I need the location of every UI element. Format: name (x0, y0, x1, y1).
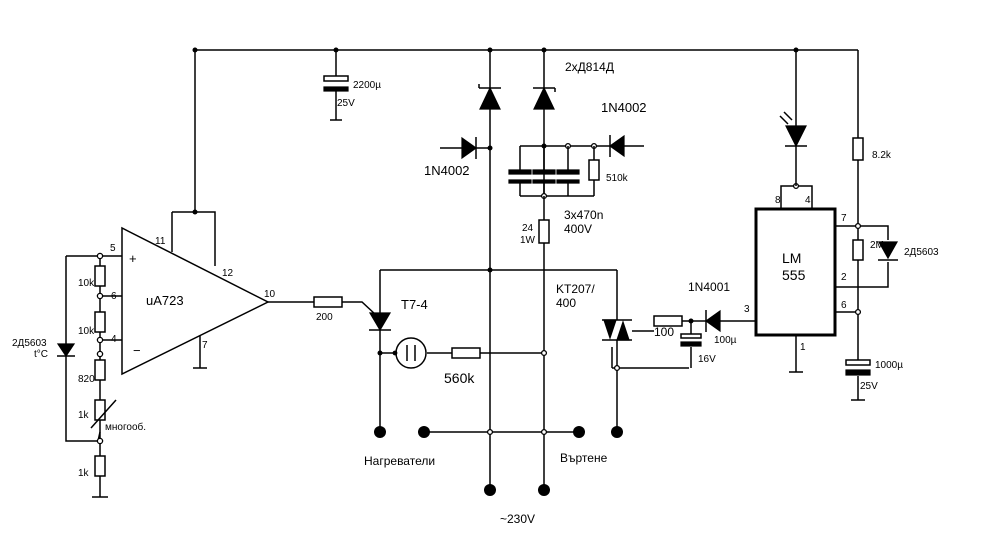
r-bottom-label: 1k (78, 468, 90, 479)
c1000-label: 1000µ (875, 360, 903, 371)
c1000-voltage: 25V (860, 381, 878, 392)
pot-note: многооб. (105, 421, 146, 433)
sensor-note: t°C (34, 349, 48, 360)
c100-label: 100µ (714, 335, 737, 346)
diode-a-label: 1N4002 (424, 163, 470, 178)
opamp-pin-6: 6 (111, 291, 117, 302)
r-pot-label: 1k (78, 410, 90, 421)
capacitor-2200u: 2200µ 25V (323, 50, 381, 121)
r82-label: 8.2k (872, 150, 892, 161)
pin-3-label: 3 (744, 304, 750, 315)
output-terminals: Нагреватели Въртене ~230V (364, 426, 623, 526)
opamp-minus: − (133, 343, 141, 358)
r24-watt: 1W (520, 235, 536, 246)
top-supply-rail (171, 47, 858, 266)
c2200-label: 2200µ (353, 80, 381, 91)
opamp-name: uA723 (146, 293, 184, 308)
opamp-pin-7: 7 (202, 340, 208, 351)
opamp-pin-11: 11 (155, 236, 166, 247)
triac-label: KT207/ (556, 282, 595, 296)
c2200-voltage: 25V (337, 98, 355, 109)
diode-2d-label: 2Д5603 (904, 247, 939, 258)
timer-name-1: LM (782, 250, 801, 266)
sensor-diode-label: 2Д5603 (12, 338, 47, 349)
r560-label: 560k (444, 370, 475, 386)
diode-column-left: 1N4002 (424, 50, 501, 490)
triac-voltage: 400 (556, 296, 576, 310)
heater-label: Нагреватели (364, 454, 435, 468)
timer-pin-4: 4 (805, 195, 811, 206)
r510-label: 510k (606, 173, 629, 184)
diode-c-label: 1N4001 (688, 280, 730, 294)
gate-drive: 200 (268, 296, 377, 323)
r-top-label: 10k (78, 278, 95, 289)
cap-bank-label: 3x470n (564, 208, 603, 222)
r-mid-label: 10k (78, 326, 95, 337)
thyristor-t7-4: T7-4 (368, 267, 617, 432)
triac-kt207: KT207/ 400 100 1N4001 3 100µ 16V (556, 270, 756, 432)
rotation-label: Въртене (560, 451, 608, 465)
c100-voltage: 16V (698, 354, 716, 365)
r100-label: 100 (654, 325, 674, 339)
opamp-pin-10: 10 (264, 289, 276, 300)
timer-lm555: LM 555 8 4 1 8.2k 2M 2Д5603 7 2 6 1000µ … (754, 50, 939, 401)
timer-pin-8: 8 (775, 195, 781, 206)
opamp-ua723: + − uA723 5 6 4 11 12 7 10 (110, 226, 276, 376)
r2m-label: 2M (870, 240, 884, 251)
zener-label: 2хД814Д (565, 60, 614, 74)
opamp-pin-5: 5 (110, 243, 116, 254)
neon-indicator: 560k (380, 337, 544, 386)
timer-name-2: 555 (782, 267, 806, 283)
r24-label: 24 (522, 223, 534, 234)
timer-pin-2: 2 (841, 272, 847, 283)
diode-column-right: 2хД814Д 1N4002 510k 3x470n 400V 24 1W (508, 50, 647, 490)
opamp-pin-12: 12 (222, 268, 234, 279)
opamp-plus: + (129, 251, 137, 266)
r200-label: 200 (316, 312, 333, 323)
timer-pin-6: 6 (841, 300, 847, 311)
r-820-label: 820 (78, 374, 95, 385)
left-divider-chain: 10k 10k 820 1k многооб. 1k 2Д5603 t°C (12, 252, 146, 498)
timer-pin-1: 1 (800, 342, 806, 353)
mains-label: ~230V (500, 512, 535, 526)
opamp-pin-4: 4 (111, 334, 117, 345)
thyristor-label: T7-4 (401, 297, 428, 312)
cap-bank-voltage: 400V (564, 222, 592, 236)
timer-pin-7: 7 (841, 213, 847, 224)
diode-b-label: 1N4002 (601, 100, 647, 115)
